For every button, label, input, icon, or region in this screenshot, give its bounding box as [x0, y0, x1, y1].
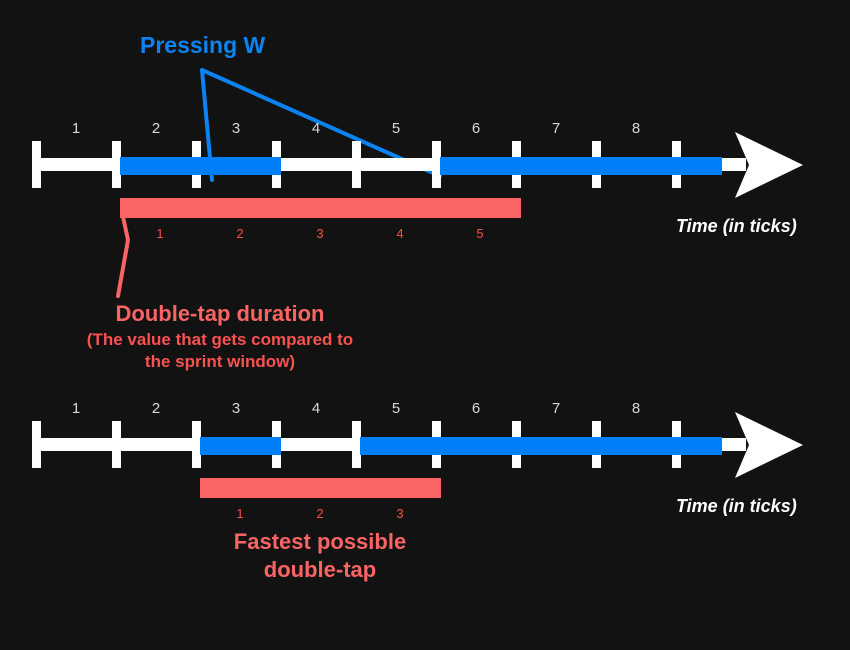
tick-label: 3 [231, 400, 241, 417]
callout-fastest-double-tap-line2: double-tap [263, 557, 377, 582]
callout-fastest-double-tap-line1: Fastest possible [233, 529, 407, 554]
time-arrow-head [735, 132, 803, 198]
callout-pressing-w: Pressing W [140, 32, 266, 58]
duration-tick-label: 2 [236, 226, 244, 241]
axis-tick [352, 141, 361, 188]
press-segment-first-tap [120, 157, 281, 175]
tick-label: 6 [471, 400, 481, 417]
axis-tick [32, 141, 41, 188]
tick-label: 8 [631, 120, 641, 137]
tick-label: 1 [71, 120, 81, 137]
tick-label: 7 [551, 120, 561, 137]
press-segment-second-tap-held [360, 437, 722, 455]
duration-tick-label: 5 [476, 226, 484, 241]
tick-label: 4 [311, 120, 321, 137]
time-axis-label: Time (in ticks) [676, 216, 797, 236]
timeline-fastest-double-tap: 1 2 3 4 5 6 7 8 1 2 3 Time (in ticks) [0, 400, 850, 528]
callout-double-tap-duration-sub-line1: (The value that gets compared to [86, 330, 354, 349]
leader-line-pressing-w [200, 68, 442, 182]
axis-tick [432, 141, 441, 188]
leader-line-double-tap [116, 210, 130, 298]
double-tap-duration-bar [120, 198, 521, 218]
callout-double-tap-duration-sub-line2: the sprint window) [144, 352, 296, 371]
tick-label: 7 [551, 400, 561, 417]
duration-tick-label: 1 [156, 226, 164, 241]
axis-tick [352, 421, 361, 468]
press-segment-first-tap [200, 437, 281, 455]
tick-label: 6 [471, 120, 481, 137]
tick-label: 5 [391, 400, 401, 417]
press-segment-second-tap-held [440, 157, 722, 175]
axis-tick [192, 421, 201, 468]
callout-double-tap-duration-title: Double-tap duration [115, 301, 325, 326]
tick-label: 3 [231, 120, 241, 137]
duration-tick-label: 2 [316, 506, 324, 521]
tick-label: 5 [391, 120, 401, 137]
axis-tick [112, 421, 121, 468]
axis-tick [32, 421, 41, 468]
duration-tick-label: 3 [396, 506, 404, 521]
duration-tick-label: 1 [236, 506, 244, 521]
time-axis-label: Time (in ticks) [676, 496, 797, 516]
duration-tick-label: 3 [316, 226, 324, 241]
fastest-double-tap-duration-bar [200, 478, 441, 498]
tick-label: 8 [631, 400, 641, 417]
tick-label: 2 [151, 120, 161, 137]
tick-label: 1 [71, 400, 81, 417]
timeline-double-tap-duration: 1 2 3 4 5 6 7 8 1 2 3 4 5 Time (in ticks… [0, 120, 850, 248]
duration-tick-label: 4 [396, 226, 404, 241]
time-arrow-head [735, 412, 803, 478]
tick-label: 2 [151, 400, 161, 417]
axis-tick [112, 141, 121, 188]
tick-label: 4 [311, 400, 321, 417]
